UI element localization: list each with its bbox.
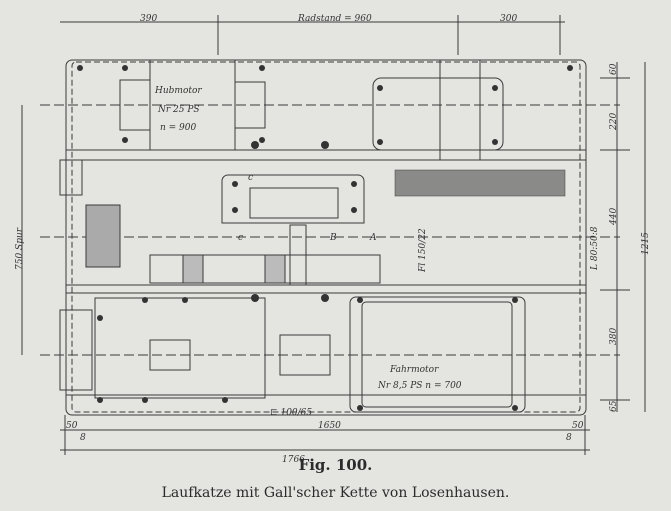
upper-gearbox	[372, 77, 504, 151]
dim-bottom-left-8: 8	[80, 433, 86, 443]
figure-caption: Laufkatze mit Gall'scher Kette von Losen…	[161, 485, 510, 501]
dim-total-length: 1766	[282, 455, 305, 465]
spur-gear	[394, 169, 566, 197]
hoist-motor-power: Nr 25 PS	[157, 105, 200, 115]
dim-60: 60	[609, 63, 619, 75]
dim-65: 65	[609, 400, 619, 412]
travel-motor-spec: Nr 8,5 PS n = 700	[377, 381, 462, 391]
flat-profile-label: Fl 150/22	[418, 228, 428, 273]
dim-gauge: 750 Spur	[15, 227, 25, 270]
dim-bottom-right-50: 50	[572, 421, 584, 431]
channel-profile-label: ⊏ 100/65	[270, 408, 312, 418]
mark-c-lower: c	[238, 233, 243, 243]
dim-top-right: 300	[500, 14, 517, 24]
mark-a: A	[369, 233, 377, 243]
hoist-motor-speed: n = 900	[160, 123, 197, 133]
angle-profile-label: L 80:50:8	[590, 226, 600, 271]
mark-b: B	[329, 233, 337, 243]
lower-gearbox	[94, 297, 266, 399]
dim-total-height: 1215	[641, 232, 651, 255]
dim-wheelbase: Radstand = 960	[297, 14, 372, 24]
dim-inner-length: 1650	[318, 421, 341, 431]
travel-motor	[349, 296, 526, 413]
dim-bottom-right-8: 8	[566, 433, 572, 443]
left-wheel	[85, 204, 121, 268]
chain-wheel-housing	[221, 174, 365, 224]
mark-c-upper: c	[248, 173, 253, 183]
dim-220: 220	[609, 113, 619, 131]
dim-top-left: 390	[140, 14, 157, 24]
dim-440: 440	[609, 208, 619, 226]
hoist-motor-name: Hubmotor	[154, 86, 202, 96]
dim-bottom-left-50: 50	[66, 421, 78, 431]
figure-number: Fig. 100.	[298, 456, 373, 474]
dim-380: 380	[609, 328, 619, 345]
travel-motor-name: Fahrmotor	[389, 365, 439, 375]
